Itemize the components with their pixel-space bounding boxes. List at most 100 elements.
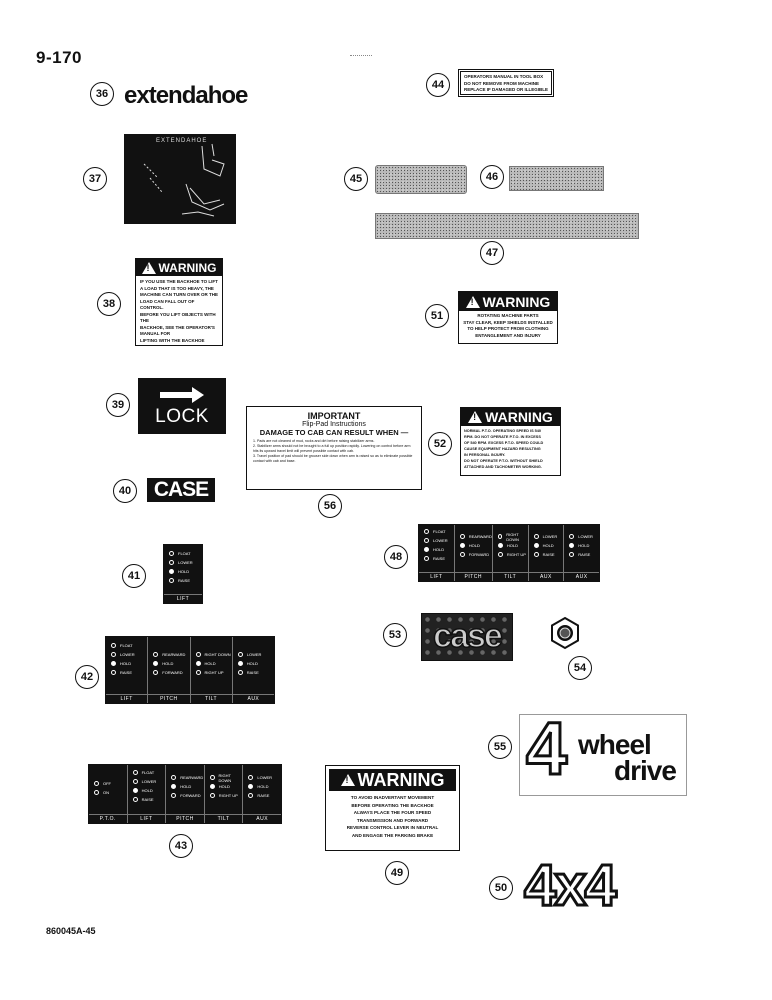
panel-column-label: LIFT [419,572,454,581]
indicator-dot-icon [533,552,539,557]
manual-line: REPLACE IF DAMAGED OR ILLEGIBLE [464,87,549,92]
warning-line: OF 540 RPM. EXCESS P.T.O. SPEED COULD [464,441,544,445]
panel-column: OFF ON P.T.O. [89,765,128,823]
panel-column: REARWARD HOLD FORWARD PITCH [148,637,191,703]
figure-id: 860045A-45 [46,926,96,936]
panel-row: LOWER [419,536,454,545]
indicator-dot-icon [94,781,99,786]
warning-line: CAUSE EQUIPMENT HAZARD RESULTING [464,447,541,451]
callout-50: 50 [489,876,513,900]
decal-operators-manual: OPERATORS MANUAL IN TOOL BOX DO NOT REMO… [458,69,554,97]
indicator-dot-icon [248,793,254,798]
callout-54: 54 [568,656,592,680]
warning-line: STAY CLEAR, KEEP SHIELDS INSTALLED [463,319,553,325]
panel-row-label: FLOAT [120,643,133,648]
warning-header: WARNING [459,292,557,311]
decal-4-wheel-drive: 4 wheel drive [519,707,687,796]
warning-triangle-icon [468,411,483,423]
callout-43: 43 [169,834,193,858]
indicator-dot-icon [132,788,138,793]
decal-4wd-line2: drive [614,755,677,786]
warning-header: WARNING [461,408,560,426]
panel-row-label: HOLD [204,661,216,666]
panel-column-label: PITCH [148,694,190,703]
backhoe-arm-drawing [143,143,225,217]
panel-row-label: REARWARD [468,534,492,539]
panel-row-label: HOLD [162,661,174,666]
panel-row: FLOAT [106,641,147,650]
indicator-dot-icon [209,793,215,798]
callout-40: 40 [113,479,137,503]
panel-row-label: RAISE [433,556,446,561]
warning-line: TRANSMISSION AND FORWARD [356,817,429,823]
panel-row: RIGHT DOWN [205,773,243,783]
panel-column: RIGHT DOWN HOLD RIGHT UP TILT [492,525,529,581]
panel-row-label: HOLD [257,784,269,789]
indicator-dot-icon [424,547,429,552]
decal-extendahoe-illustration: EXTENDAHOE [124,134,236,224]
panel-row-label: RAISE [178,578,191,583]
panel-row-label: HOLD [542,543,554,548]
indicator-dot-icon [171,775,177,780]
warning-line: DO NOT OPERATE P.T.O. WITHOUT SHIELD [464,459,543,463]
warning-line: RPM. DO NOT OPERATE P.T.O. IN EXCESS [464,435,541,439]
callout-52: 52 [428,432,452,456]
indicator-dot-icon [171,784,177,789]
warning-line: BACKHOE, SEE THE OPERATOR'S [140,324,215,330]
callout-46: 46 [480,165,504,189]
warning-triangle-icon [465,295,480,308]
panel-row: RIGHT DOWN [191,650,232,659]
panel-row-label: RIGHT UP [506,552,526,557]
panel-row-label: HOLD [218,784,230,789]
reflector-strip-47 [375,213,639,239]
panel-row: HOLD [455,541,492,550]
control-panel-4col: FLOAT LOWER HOLD RAISE LIFT REARWARD HOL… [105,636,275,704]
panel-row: ON [89,788,127,797]
panel-row: RIGHT UP [191,668,232,677]
manual-line: DO NOT REMOVE FROM MACHINE [464,80,539,86]
indicator-dot-icon [533,534,539,539]
control-panel-5col: FLOAT LOWER HOLD RAISE LIFT REARWARD HOL… [418,524,600,582]
indicator-dot-icon [111,661,116,666]
indicator-dot-icon [459,534,465,539]
decal-extendahoe-title: EXTENDAHOE [156,138,208,144]
callout-36: 36 [90,82,114,106]
decal-case-emblem-text: case [432,616,503,656]
indicator-dot-icon [237,670,243,675]
decal-lock-text: LOCK [155,406,209,427]
panel-row-label: LOWER [246,652,262,657]
panel-row-label: ON [103,790,109,795]
hex-nut-icon [551,616,579,650]
indicator-dot-icon [424,538,429,543]
decal-warning-lifting: WARNING IF YOU USE THE BACKHOE TO LIFT A… [135,258,223,346]
panel-row: HOLD [419,545,454,554]
warning-heading: WARNING [485,409,553,425]
panel-row: RAISE [529,550,564,559]
warning-line: ROTATING MACHINE PARTS [477,313,539,318]
panel-row: FORWARD [166,791,204,800]
indicator-dot-icon [132,779,138,784]
decal-extendahoe-text: extendahoe [124,82,248,109]
panel-row-label: HOLD [433,547,445,552]
indicator-dot-icon [209,784,215,789]
panel-row: RAISE [164,576,202,585]
panel-row-label: LOWER [257,775,273,780]
callout-42: 42 [75,665,99,689]
panel-column: LOWER HOLD RAISE AUX [243,765,281,823]
callout-38: 38 [97,292,121,316]
indicator-dot-icon [169,578,174,583]
panel-row-label: OFF [103,781,111,786]
callout-53: 53 [383,623,407,647]
warning-heading: WARNING [158,260,217,275]
indicator-dot-icon [459,543,465,548]
warning-heading: WARNING [482,293,551,310]
panel-row-label: LOWER [542,534,558,539]
panel-row: RAISE [564,550,599,559]
indicator-dot-icon [424,556,429,561]
scan-mark [350,55,372,57]
panel-row: HOLD [148,659,189,668]
panel-column-label: LIFT [106,694,148,703]
panel-row-label: FLOAT [178,551,191,556]
indicator-dot-icon [569,552,575,557]
indicator-dot-icon [169,569,174,574]
